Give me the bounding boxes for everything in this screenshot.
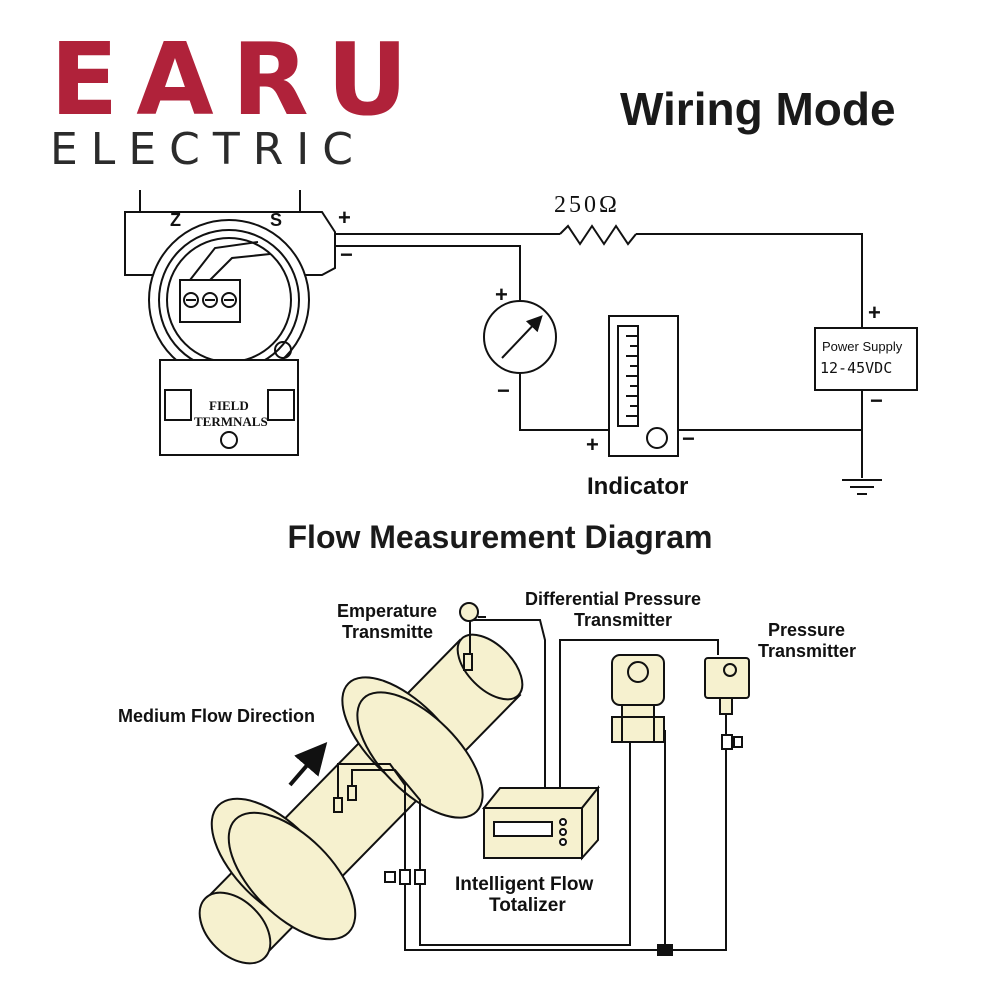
- resistor: [559, 224, 637, 246]
- meter-minus: −: [497, 378, 510, 403]
- flow-direction-arrow: [288, 741, 328, 787]
- transmitter-plus: +: [338, 205, 351, 230]
- field-label-1: FIELD: [209, 398, 249, 413]
- pressure-transmitter: [704, 657, 750, 715]
- wire-to-power-plus: [636, 233, 863, 328]
- pressure-label-2: Transmitter: [758, 641, 856, 661]
- wiring-diagram: [124, 190, 918, 495]
- wire-indicator-to-power: [678, 390, 863, 431]
- pipe: [198, 633, 524, 965]
- flow-diagram-heading: Flow Measurement Diagram: [287, 519, 713, 555]
- dp-transmitter: [611, 654, 665, 743]
- transmitter-housing: [124, 190, 336, 456]
- wire-meter-to-indicator: [519, 374, 612, 431]
- terminal-z-label: Z: [170, 210, 181, 230]
- indicator-minus: −: [682, 426, 695, 451]
- power-plus: +: [868, 300, 881, 325]
- indicator-label: Indicator: [587, 473, 688, 500]
- flow-totalizer: [481, 785, 601, 861]
- temperature-label-1: Emperature: [337, 601, 437, 621]
- indicator-device: [608, 315, 679, 457]
- resistor-label: 250Ω: [554, 192, 620, 218]
- wiring-mode-heading: Wiring Mode: [620, 83, 896, 135]
- temperature-label-2: Transmitte: [342, 622, 433, 642]
- meter-plus: +: [495, 282, 508, 307]
- totalizer-label-2: Totalizer: [489, 895, 566, 916]
- pressure-label-1: Pressure: [768, 620, 845, 640]
- field-label-2: TERMNALS: [194, 414, 268, 429]
- dp-label-2: Transmitter: [574, 610, 672, 630]
- power-supply-line2: 12-45VDC: [820, 359, 892, 377]
- totalizer-label-1: Intelligent Flow: [455, 874, 593, 895]
- power-supply-box: [814, 327, 918, 391]
- logo-electric: ELECTRIC: [50, 124, 366, 175]
- valves: [384, 734, 743, 956]
- dp-label-1: Differential Pressure: [525, 589, 701, 609]
- current-meter-icon: [483, 300, 557, 374]
- power-supply-line1: Power Supply: [822, 339, 903, 354]
- terminal-s-label: S: [270, 210, 282, 230]
- power-minus: −: [870, 388, 883, 413]
- temperature-transmitter: [459, 602, 486, 622]
- indicator-plus: +: [586, 432, 599, 457]
- transmitter-minus: −: [340, 242, 353, 267]
- flow-diagram: [198, 602, 750, 965]
- logo-earu: EARU: [50, 21, 426, 138]
- flow-direction-label: Medium Flow Direction: [118, 706, 315, 726]
- negative-wire: [335, 245, 521, 300]
